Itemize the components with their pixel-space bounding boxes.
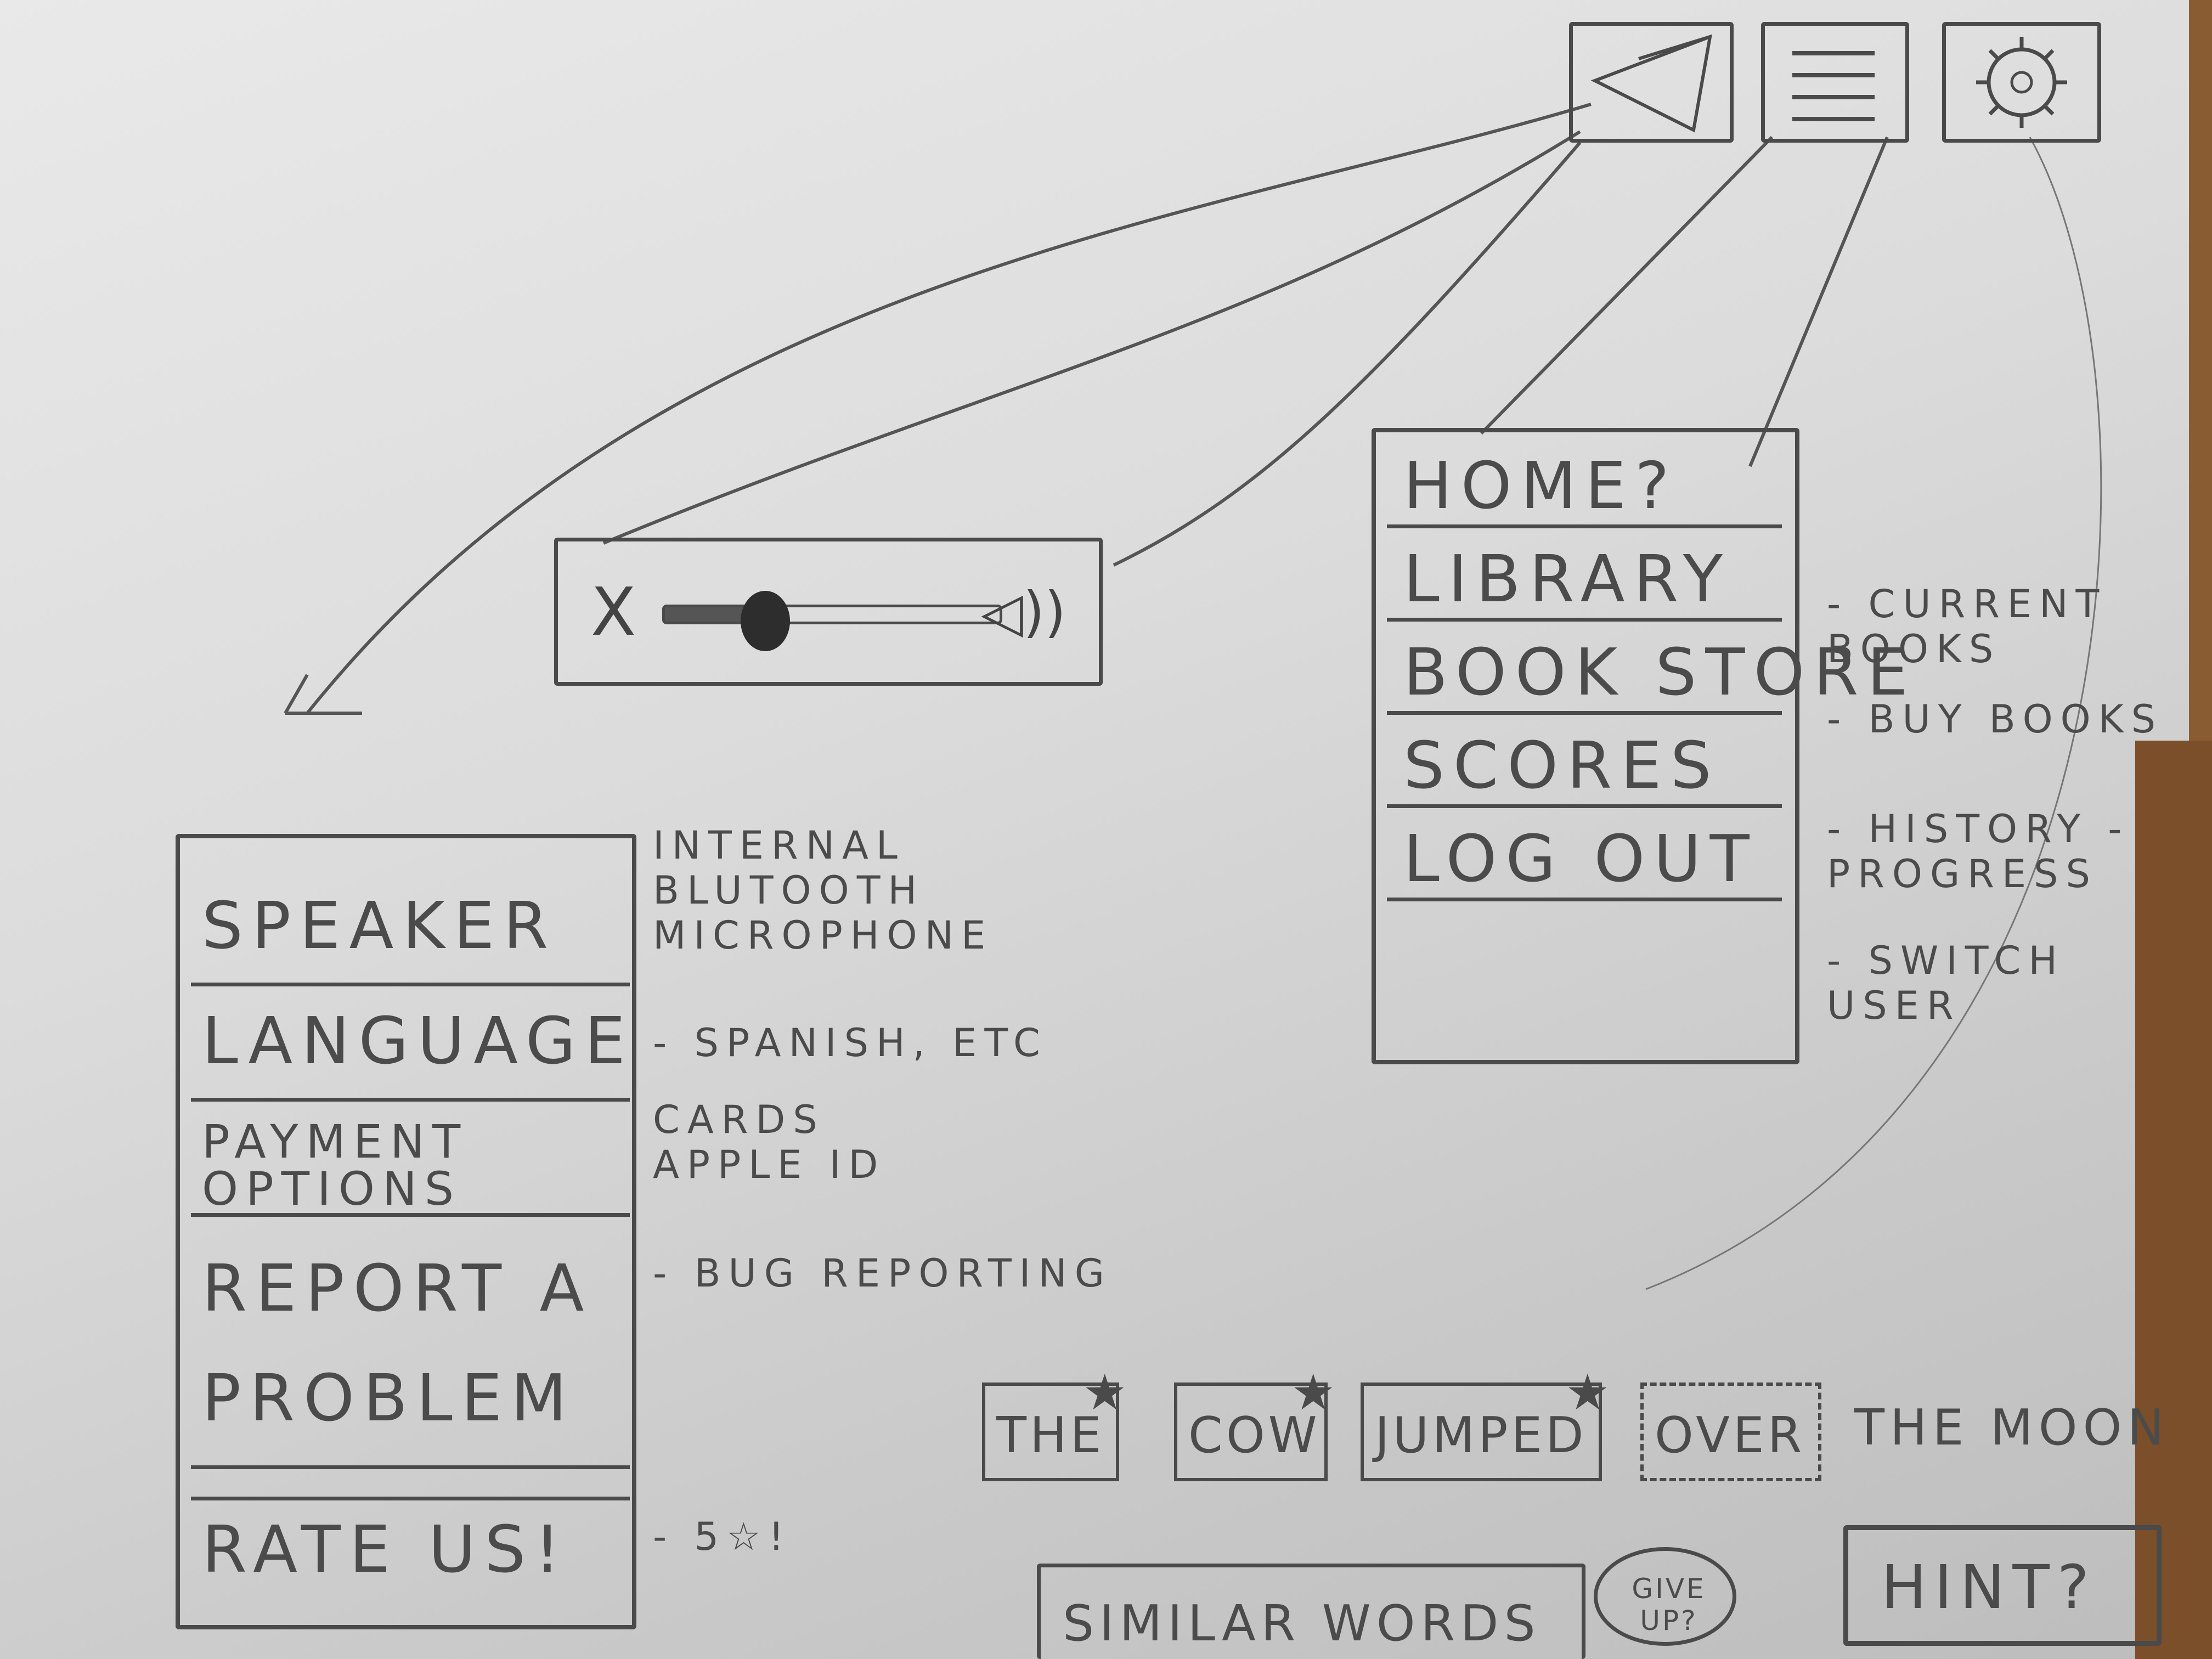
menu-note-library: - CURRENT BOOKS bbox=[1827, 582, 2107, 672]
settings-item-label: SPEAKER bbox=[202, 888, 557, 963]
give-up-label: GIVE UP? bbox=[1632, 1573, 1706, 1637]
settings-item-label: PAYMENT OPTIONS bbox=[202, 1115, 469, 1216]
hamburger-menu-icon bbox=[1792, 51, 1875, 121]
hint-label: HINT? bbox=[1881, 1552, 2097, 1622]
settings-item-payment-options[interactable]: PAYMENT OPTIONS bbox=[191, 1107, 630, 1217]
similar-words-button[interactable]: SIMILAR WORDS bbox=[1037, 1564, 1585, 1659]
main-menu: HOME? LIBRARY BOOK STORE SCORES LOG OUT bbox=[1372, 428, 1908, 1064]
word-card[interactable]: THE ★ bbox=[982, 1364, 1127, 1481]
volume-slider[interactable] bbox=[662, 591, 1002, 651]
volume-panel: X ◁)) bbox=[554, 538, 1103, 686]
menu-note-scores: - HISTORY - PROGRESS bbox=[1827, 806, 2130, 896]
settings-note-payment: CARDS APPLE ID bbox=[653, 1097, 886, 1187]
hint-button[interactable]: HINT? bbox=[1843, 1525, 2162, 1646]
star-icon: ★ bbox=[1082, 1364, 1127, 1421]
star-icon: ★ bbox=[1291, 1364, 1335, 1421]
similar-words-label: SIMILAR WORDS bbox=[1063, 1595, 1541, 1652]
gear-icon bbox=[1976, 37, 2067, 128]
word-text: COW bbox=[1188, 1407, 1321, 1464]
share-network-button[interactable] bbox=[1569, 22, 1734, 143]
star-icon: ★ bbox=[1565, 1364, 1610, 1421]
rate-us-label: RATE US! bbox=[202, 1511, 569, 1587]
network-share-icon bbox=[1590, 34, 1712, 133]
word-card[interactable]: JUMPED ★ bbox=[1361, 1364, 1610, 1481]
menu-item-label: HOME? bbox=[1403, 448, 1678, 523]
settings-note-language: - SPANISH, ETC bbox=[653, 1020, 1048, 1065]
word-text: THE bbox=[996, 1407, 1105, 1464]
menu-item-scores[interactable]: SCORES bbox=[1387, 718, 1782, 808]
menu-note-book-store: - BUY BOOKS bbox=[1827, 697, 2164, 742]
settings-item-label: LANGUAGE bbox=[202, 1003, 634, 1079]
menu-item-label: BOOK STORE bbox=[1403, 634, 1917, 710]
rate-us-button[interactable]: RATE US! bbox=[191, 1497, 630, 1617]
word-text: JUMPED bbox=[1375, 1407, 1587, 1464]
speaker-icon: ◁)) bbox=[981, 580, 1066, 644]
menu-item-label: LIBRARY bbox=[1403, 541, 1731, 617]
settings-note-speaker: INTERNAL BLUTOOTH MICROPHONE bbox=[653, 823, 994, 958]
settings-item-label: REPORT A PROBLEM bbox=[202, 1250, 593, 1436]
menu-item-label: SCORES bbox=[1403, 727, 1720, 803]
settings-item-speaker[interactable]: SPEAKER bbox=[191, 877, 630, 986]
word-card[interactable]: COW ★ bbox=[1174, 1364, 1335, 1481]
settings-item-language[interactable]: LANGUAGE bbox=[191, 992, 630, 1102]
settings-menu: SPEAKER LANGUAGE PAYMENT OPTIONS REPORT … bbox=[176, 834, 636, 1629]
settings-note-rate: - 5☆! bbox=[653, 1514, 792, 1559]
settings-button[interactable] bbox=[1942, 22, 2101, 143]
settings-item-report-problem[interactable]: REPORT A PROBLEM bbox=[191, 1222, 630, 1469]
table-surface bbox=[2135, 741, 2212, 1659]
volume-knob[interactable] bbox=[741, 591, 790, 651]
main-menu-button[interactable] bbox=[1761, 22, 1909, 143]
menu-item-home[interactable]: HOME? bbox=[1387, 438, 1782, 528]
word-card-active[interactable]: OVER bbox=[1640, 1383, 1821, 1481]
close-icon[interactable]: X bbox=[591, 574, 636, 651]
menu-item-library[interactable]: LIBRARY bbox=[1387, 531, 1782, 622]
menu-item-book-store[interactable]: BOOK STORE bbox=[1387, 624, 1908, 715]
give-up-button[interactable]: GIVE UP? bbox=[1594, 1547, 1736, 1646]
menu-item-log-out[interactable]: LOG OUT bbox=[1387, 811, 1782, 901]
sentence-rest: THE MOON bbox=[1854, 1399, 2170, 1457]
word-text: OVER bbox=[1655, 1407, 1805, 1464]
menu-item-label: LOG OUT bbox=[1403, 821, 1758, 896]
menu-note-log-out: - SWITCH USER bbox=[1827, 938, 2065, 1028]
settings-note-report: - BUG REPORTING bbox=[653, 1251, 1112, 1296]
